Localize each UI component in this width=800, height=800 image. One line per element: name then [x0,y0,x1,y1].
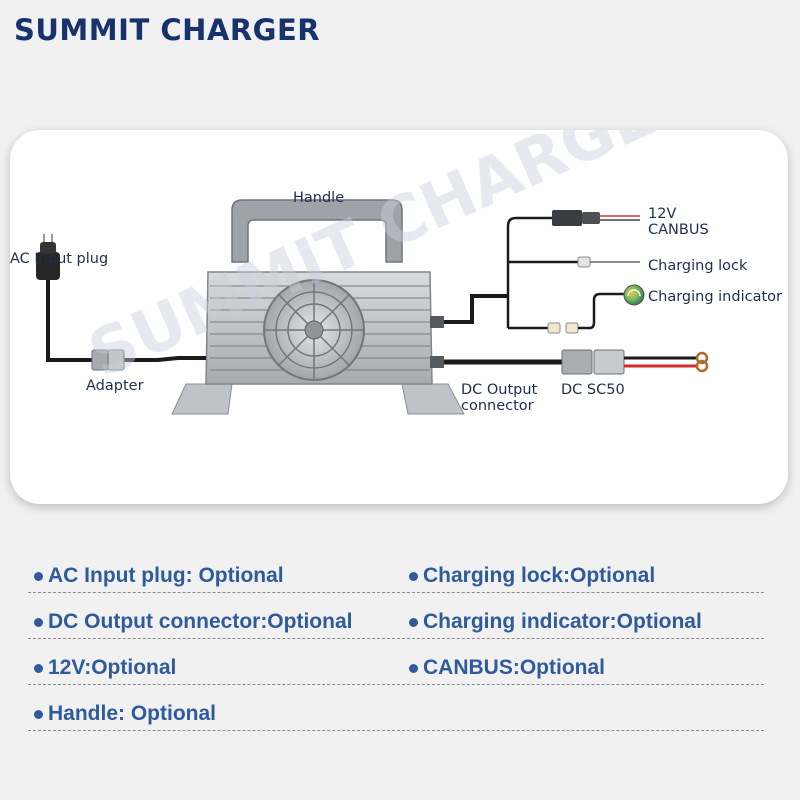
output-gland-top [430,316,444,328]
label-dc-sc50: DC SC50 [561,382,625,398]
bullet-icon [409,617,418,627]
brand-title: SUMMIT CHARGER [14,13,321,47]
bullet-icon [34,663,43,673]
label-charging-lock: Charging lock [648,258,748,274]
label-ac-input-plug: AC Input plug [10,251,108,267]
option-row: Handle: Optional [28,688,764,731]
option-label: CANBUS:Optional [423,656,605,679]
option-list: AC Input plug: Optional Charging lock:Op… [28,550,764,734]
option-item: Charging lock:Optional [389,564,764,592]
option-row: AC Input plug: Optional Charging lock:Op… [28,550,764,593]
charging-indicator-connector [547,292,624,334]
option-item: Charging indicator:Optional [389,610,764,638]
mounting-foot-right [401,383,465,415]
option-label: Charging indicator:Optional [423,610,702,633]
output-gland-bottom [430,356,444,368]
option-label: AC Input plug: Optional [48,564,284,587]
cooling-fan [263,279,365,381]
bullet-icon [34,709,43,719]
option-label: DC Output connector:Optional [48,610,353,633]
mounting-foot-left [171,383,233,415]
option-label: Charging lock:Optional [423,564,656,587]
option-item: CANBUS:Optional [389,656,764,684]
option-item: DC Output connector:Optional [28,610,389,638]
adapter-connector [91,349,125,371]
option-item: 12V:Optional [28,656,389,684]
option-item: Handle: Optional [28,702,396,730]
option-item: AC Input plug: Optional [28,564,389,592]
bullet-icon [409,571,418,581]
bullet-icon [409,663,418,673]
signal-cable [444,216,582,330]
ac-input-cable [46,278,206,362]
dc-sc50-connector [561,349,709,375]
label-dc-output: DC Output [461,382,538,398]
12v-canbus-connector [552,210,640,226]
option-row: DC Output connector:Optional Charging in… [28,596,764,639]
handle [231,199,403,263]
bullet-icon [34,571,43,581]
charger-diagram: SUMMIT CHARGER Handle AC Input plug Adap… [10,130,782,415]
option-label: Handle: Optional [48,702,216,725]
label-canbus: CANBUS [648,222,709,238]
ac-input-plug [36,234,60,280]
charging-indicator-icon [623,284,645,306]
label-dc-output-connector: connector [461,398,534,414]
bullet-icon [34,617,43,627]
label-handle: Handle [293,190,344,206]
label-charging-indicator: Charging indicator [648,289,782,305]
label-12v: 12V [648,206,676,222]
charging-lock-connector [577,256,640,268]
option-row: 12V:Optional CANBUS:Optional [28,642,764,685]
option-label: 12V:Optional [48,656,177,679]
label-adapter: Adapter [86,378,144,394]
